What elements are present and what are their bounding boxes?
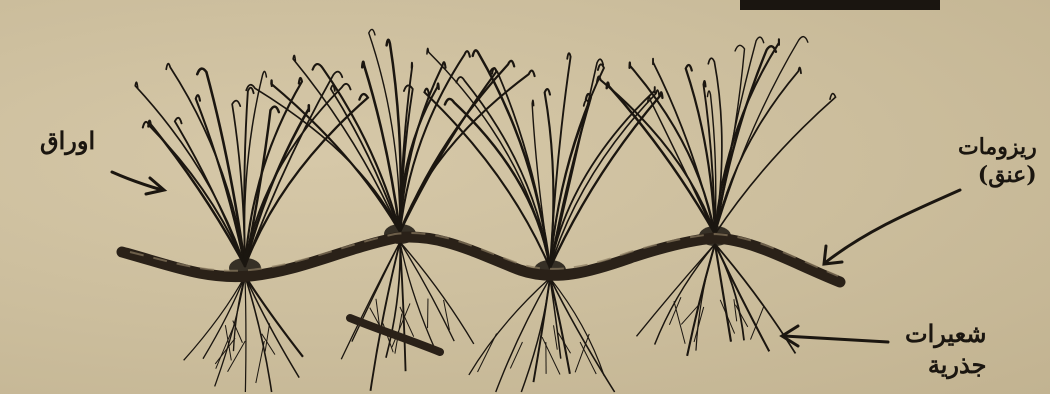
root-branch xyxy=(542,337,560,374)
label-root-hairs: شعيرات جذرية xyxy=(905,318,986,380)
arrow-roots xyxy=(782,326,888,346)
root-branch xyxy=(720,300,734,334)
root-hair xyxy=(245,276,299,378)
root-branch xyxy=(478,333,497,372)
leaf-blade xyxy=(715,94,836,234)
label-rhizomes-line2: (عنق) xyxy=(958,162,1037,190)
label-leaves: اوراق xyxy=(40,126,95,155)
plant-3 xyxy=(424,48,662,392)
root-branch xyxy=(694,307,704,342)
arrow-rhizome xyxy=(824,190,960,264)
root-hair xyxy=(203,276,245,359)
root-branch xyxy=(256,341,264,383)
root-hair xyxy=(245,276,246,392)
label-root-hairs-line1: شعيرات xyxy=(905,318,986,349)
root-hair xyxy=(696,244,715,351)
root-branch xyxy=(750,306,764,340)
label-rhizomes: ريزومات (عنق) xyxy=(958,134,1037,189)
root-hair xyxy=(400,242,474,344)
root-hair xyxy=(400,242,436,351)
root-hair xyxy=(245,276,303,357)
rhizome-stem xyxy=(122,237,840,282)
root-branch xyxy=(510,342,522,368)
leaf-blade xyxy=(715,68,801,234)
leaf-blade xyxy=(715,37,808,234)
leaf-blade xyxy=(550,92,662,268)
root-branch xyxy=(734,299,737,321)
root-hair xyxy=(655,244,715,345)
leaf-blade xyxy=(648,97,715,234)
leaf-blade xyxy=(196,95,245,266)
root-hair xyxy=(386,242,400,358)
root-branch xyxy=(265,323,269,351)
leaf-blade xyxy=(245,72,342,266)
label-rhizomes-line1: ريزومات xyxy=(958,134,1037,162)
leaf-blade xyxy=(400,83,439,232)
plant-4 xyxy=(597,37,835,356)
label-root-hairs-line2: جذرية xyxy=(905,349,986,380)
cut-stem-piece xyxy=(350,318,440,352)
leaf-blade xyxy=(148,121,245,266)
root-branch xyxy=(215,338,235,364)
arrow-leaves xyxy=(112,172,164,194)
